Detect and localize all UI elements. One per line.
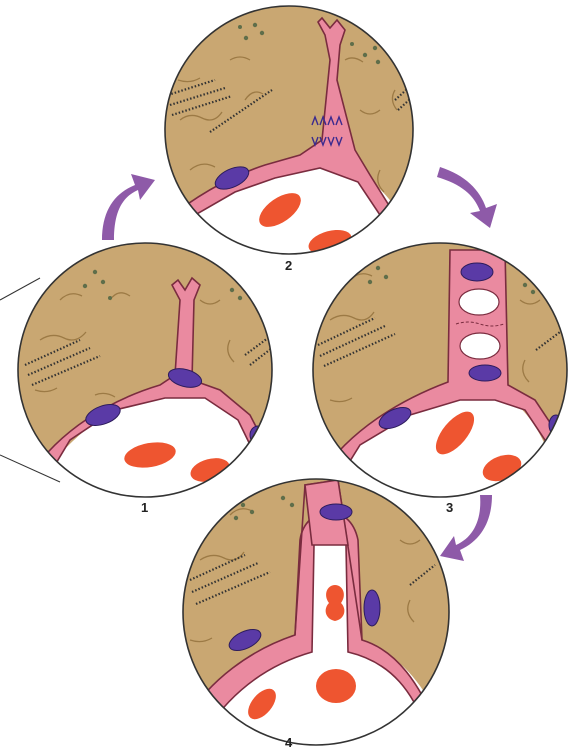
step-label-2: 2 xyxy=(285,258,292,273)
step-label-3: 3 xyxy=(446,500,453,515)
panel-3 xyxy=(313,243,568,497)
panel-4 xyxy=(183,479,450,745)
panel-1 xyxy=(18,243,275,497)
step-label-4: 4 xyxy=(285,735,292,750)
panel-2 xyxy=(160,6,420,258)
step-label-1: 1 xyxy=(141,500,148,515)
